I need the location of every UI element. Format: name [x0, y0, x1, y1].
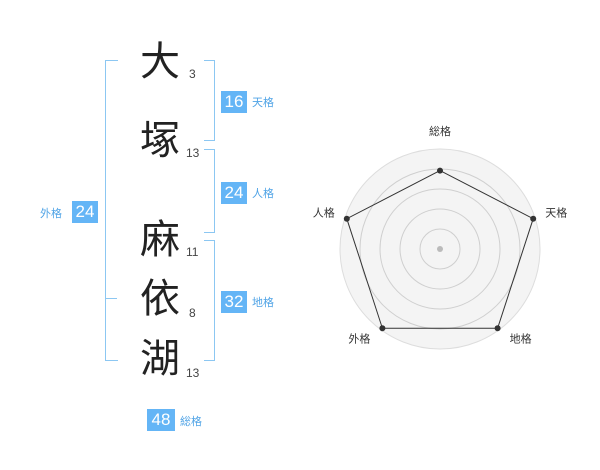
jinkaku-value-badge: 24 [221, 182, 247, 204]
radar-point-4 [379, 325, 386, 332]
soukaku-label: 総格 [180, 415, 202, 428]
name-char-2: 塚 [140, 118, 180, 164]
tenkaku-label: 天格 [252, 96, 274, 109]
stroke-count-4: 8 [189, 306, 196, 320]
tenkaku-bracket [204, 60, 215, 141]
name-char-1: 大 [140, 39, 180, 85]
gaikaku-value-badge: 24 [72, 201, 98, 223]
gaikaku-label: 外格 [40, 207, 62, 220]
jinkaku-label: 人格 [252, 187, 274, 200]
radar-grid-ring [399, 208, 481, 290]
radar-axis-label-5: 人格 [313, 206, 335, 220]
chikaku-bracket [204, 240, 215, 361]
radar-center-dot [437, 246, 443, 252]
radar-points [343, 167, 537, 332]
stroke-count-2: 13 [186, 146, 200, 160]
radar-point-3 [494, 325, 501, 332]
radar-point-5 [343, 215, 350, 222]
gaikaku-bracket [105, 60, 118, 361]
stroke-count-3: 11 [186, 245, 199, 259]
radar-grid-ring [379, 188, 501, 310]
radar-grid [339, 148, 541, 350]
radar-axis-label-4: 外格 [348, 331, 370, 345]
soukaku-value-badge: 48 [147, 409, 175, 431]
gaikaku-bracket-tick [105, 298, 117, 299]
chikaku-label: 地格 [252, 296, 274, 309]
chikaku-value-badge: 32 [221, 291, 247, 313]
tenkaku-value-badge: 16 [221, 91, 247, 113]
name-char-3: 麻 [140, 217, 180, 263]
jinkaku-bracket [204, 149, 215, 233]
radar-axis-label-3: 地格 [510, 331, 532, 345]
radar-axis-label-1: 総格 [429, 124, 451, 138]
name-char-4: 依 [140, 276, 180, 322]
name-char-5: 湖 [140, 336, 180, 382]
radar-background-ring [339, 148, 541, 350]
stroke-count-5: 13 [186, 366, 200, 380]
radar-data-polygon [346, 170, 534, 329]
radar-grid-ring [359, 168, 521, 330]
radar-axis-label-2: 天格 [545, 206, 567, 220]
stroke-count-1: 3 [189, 67, 196, 81]
radar-point-1 [437, 167, 443, 174]
radar-point-2 [530, 215, 537, 222]
radar-grid-ring [419, 228, 461, 270]
